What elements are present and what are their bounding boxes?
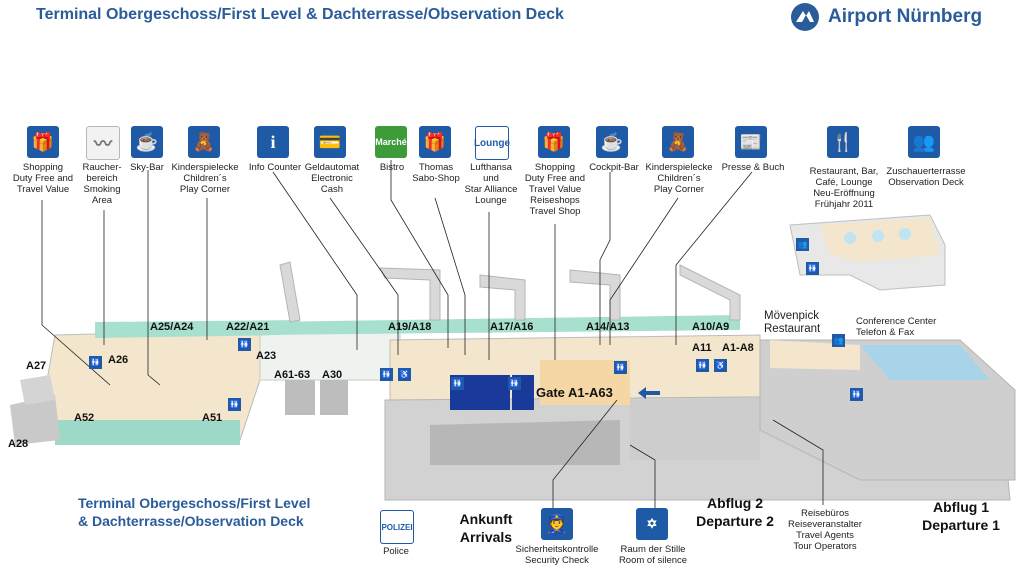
- teddy-bear-icon: 🧸: [188, 126, 220, 158]
- newspaper-icon: 📰: [735, 126, 767, 158]
- label-bistro: Bistro: [379, 162, 405, 173]
- arrow-left-icon: [638, 387, 660, 399]
- toilet-icon: 🚻: [238, 338, 251, 351]
- toilet-icon: 🚻: [850, 388, 863, 401]
- cigarette-icon: 〰: [86, 126, 120, 160]
- toilet-icon: 🚻: [380, 368, 393, 381]
- teddy-bear-icon-2: 🧸: [662, 126, 694, 158]
- label-arrivals: Ankunft Arrivals: [459, 511, 513, 545]
- gate-sign: Gate A1-A63: [536, 385, 613, 400]
- religion-symbols-icon: ✡: [636, 508, 668, 540]
- thomas-sabo-gift-icon: 🎁: [419, 126, 451, 158]
- gate-a61-63: A61-63: [274, 369, 311, 381]
- page-title: Terminal Obergeschoss/First Level & Dach…: [36, 6, 564, 23]
- label-cockpit-bar: Cockpit-Bar: [589, 162, 639, 173]
- toilet-icon: 🚻: [806, 262, 819, 275]
- spectators-icon: 👥: [908, 126, 940, 158]
- gate-a17-a16: A17/A16: [490, 321, 534, 333]
- atm-card-icon: 💳: [314, 126, 346, 158]
- sky-bar-coffee-cup-icon: ☕: [131, 126, 163, 158]
- label-atm: Geldautomat Electronic Cash: [304, 162, 360, 195]
- label-play-corner-2: Kinderspielecke Children´s Play Corner: [645, 162, 713, 195]
- label-sky-bar: Sky-Bar: [130, 162, 164, 173]
- airport-logo-icon: [791, 3, 819, 31]
- label-departure-1: Abflug 1 Departure 1: [922, 499, 1000, 533]
- observation-deck-area: [789, 214, 946, 291]
- brand-name: Airport Nürnberg: [828, 6, 983, 27]
- label-thomas-sabo: Thomas Sabo-Shop: [412, 162, 460, 184]
- wheelchair-icon: ♿: [398, 368, 411, 381]
- label-room-of-silence: Raum der Stille Room of silence: [618, 544, 688, 566]
- wheelchair-icon: ♿: [714, 359, 727, 372]
- jet-bridges: [279, 261, 741, 323]
- gate-a51: A51: [202, 412, 223, 424]
- gate-a25-a24: A25/A24: [150, 321, 194, 333]
- toilet-icon: 🚻: [696, 359, 709, 372]
- travel-shop-gift-icon: 🎁: [538, 126, 570, 158]
- gate-a23: A23: [256, 350, 277, 362]
- right-terminal: [759, 339, 1016, 481]
- gate-a28: A28: [8, 438, 29, 450]
- gate-a26: A26: [108, 354, 129, 366]
- gate-a10-a9: A10/A9: [692, 321, 730, 333]
- label-smoking-area: Raucher- bereich Smoking Area: [82, 162, 122, 206]
- toilet-icon: 🚻: [451, 377, 464, 390]
- lounge-icon: Lounge: [474, 126, 510, 160]
- gate-a19-a18: A19/A18: [388, 321, 432, 333]
- label-conference-center: Conference Center Telefon & Fax: [856, 316, 937, 338]
- subtitle: Terminal Obergeschoss/First Level & Dach…: [78, 495, 311, 529]
- label-security-check: Sicherheitskontrolle Security Check: [515, 544, 599, 566]
- label-observation-deck: Zuschauerterrasse Observation Deck: [886, 166, 966, 188]
- gate-a1-a8: A1-A8: [722, 342, 754, 354]
- conference-icon: 👥: [832, 334, 845, 347]
- toilet-icon: 🚻: [614, 361, 627, 374]
- toilet-icon: 🚻: [228, 398, 241, 411]
- info-icon: i: [257, 126, 289, 158]
- cockpit-bar-coffee-cup-icon: ☕: [596, 126, 628, 158]
- label-police: Police: [383, 546, 409, 557]
- gate-a52: A52: [74, 412, 95, 424]
- label-restaurant: Restaurant, Bar, Café, Lounge Neu-Eröffn…: [809, 166, 879, 210]
- left-wing: [10, 320, 300, 445]
- label-moevenpick: Mövenpick Restaurant: [764, 310, 821, 335]
- label-info-counter: Info Counter: [248, 162, 302, 173]
- shopping-duty-free-icon: 🎁: [27, 126, 59, 158]
- airport-brand: Airport Nürnberg: [790, 2, 982, 32]
- label-departure-2: Abflug 2 Departure 2: [696, 495, 774, 529]
- toilet-icon: 🚻: [89, 356, 102, 369]
- marche-logo-icon: Marché: [375, 126, 407, 158]
- label-play-corner-1: Kinderspielecke Children´s Play Corner: [171, 162, 239, 195]
- label-press-books: Presse & Buch: [721, 162, 785, 173]
- gate-a11: A11: [692, 342, 712, 354]
- label-lounge: Lufthansa und Star Alliance Lounge: [464, 162, 518, 206]
- spectators-icon: 👥: [796, 238, 809, 251]
- gate-a30: A30: [322, 369, 343, 381]
- leader-lines: [41, 160, 824, 508]
- label-travel-agents: Reisebüros Reiseveranstalter Travel Agen…: [788, 508, 862, 552]
- cutlery-icon: 🍴: [827, 126, 859, 158]
- label-travel-shop: Shopping Duty Free and Travel Value Reis…: [524, 162, 586, 217]
- gate-a22-a21: A22/A21: [226, 321, 270, 333]
- security-check-icon: 👮: [541, 508, 573, 540]
- police-icon: POLIZEI: [380, 510, 414, 544]
- gate-a14-a13: A14/A13: [586, 321, 630, 333]
- gate-a27: A27: [26, 360, 47, 372]
- label-shopping-duty-free: Shopping Duty Free and Travel Value: [12, 162, 74, 195]
- toilet-icon: 🚻: [508, 377, 521, 390]
